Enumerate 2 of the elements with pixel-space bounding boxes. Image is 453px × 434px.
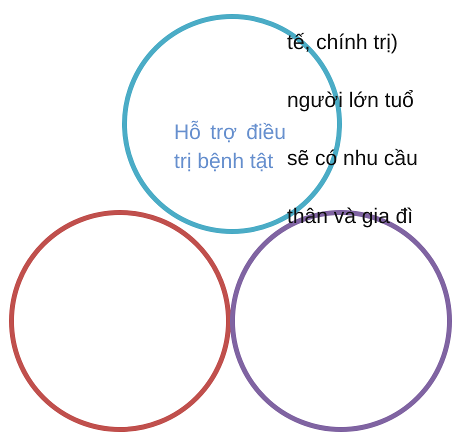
circle [9,210,231,432]
circle-label: Hỗ trợ điều trị bệnh tật [174,120,286,175]
